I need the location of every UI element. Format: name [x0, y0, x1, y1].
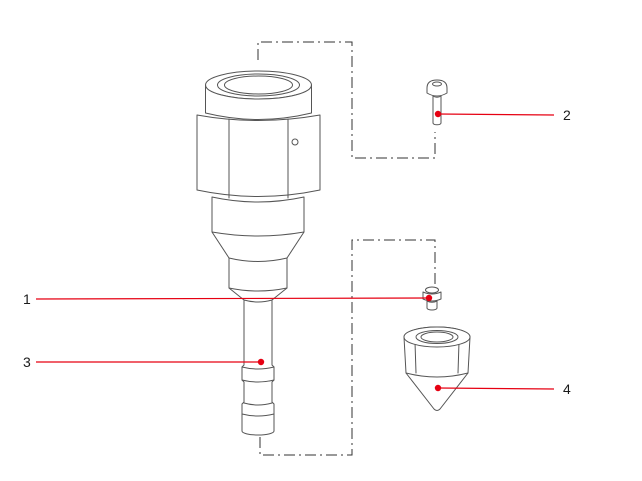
screw-drawing [426, 79, 448, 126]
phantom-line-top [257, 41, 436, 159]
detail-line [243, 299, 273, 303]
cone-bore-inner [420, 331, 454, 343]
callout-2-leader [437, 113, 555, 116]
screw-head-recess [432, 81, 442, 87]
callout-1-dot [425, 294, 433, 302]
cone-hex-bottom-edge [405, 372, 469, 378]
callout-1-leader [35, 297, 430, 300]
callout-leaders [35, 110, 555, 392]
callout-4-label: 4 [563, 381, 571, 397]
ferrule-stem [426, 300, 438, 311]
cap-opening-inner [224, 75, 293, 95]
screw-shaft [432, 95, 442, 126]
detail-line [228, 287, 288, 292]
callout-4-leader [437, 387, 555, 390]
callout-4-dot [434, 384, 442, 392]
callout-3-dot [257, 358, 265, 366]
callout-2-label: 2 [563, 107, 571, 123]
detail-line [211, 231, 305, 237]
phantom-lines [257, 41, 436, 456]
hex-nut [196, 114, 321, 197]
cone-top-rim [403, 326, 471, 348]
main-assembly-drawing [196, 70, 321, 436]
cone-facet-line [414, 341, 417, 374]
callout-1-label: 1 [23, 291, 31, 307]
assembly-body [211, 196, 305, 436]
detail-line [241, 379, 275, 383]
detail-line [241, 413, 275, 417]
cap-opening-outer [217, 73, 300, 97]
cone-bore-outer [415, 330, 459, 344]
callout-2-dot [434, 110, 442, 118]
detail-line [241, 366, 275, 370]
ferrule-top [425, 286, 439, 294]
cone-facet-line [457, 341, 460, 374]
detail-line [228, 257, 288, 262]
hex-detail-hole [291, 138, 299, 146]
phantom-line-bottom [259, 239, 436, 456]
cap-wall [205, 84, 312, 120]
detail-line [243, 402, 273, 406]
callout-3-label: 3 [23, 354, 31, 370]
nozzle-cone-drawing [403, 326, 471, 411]
